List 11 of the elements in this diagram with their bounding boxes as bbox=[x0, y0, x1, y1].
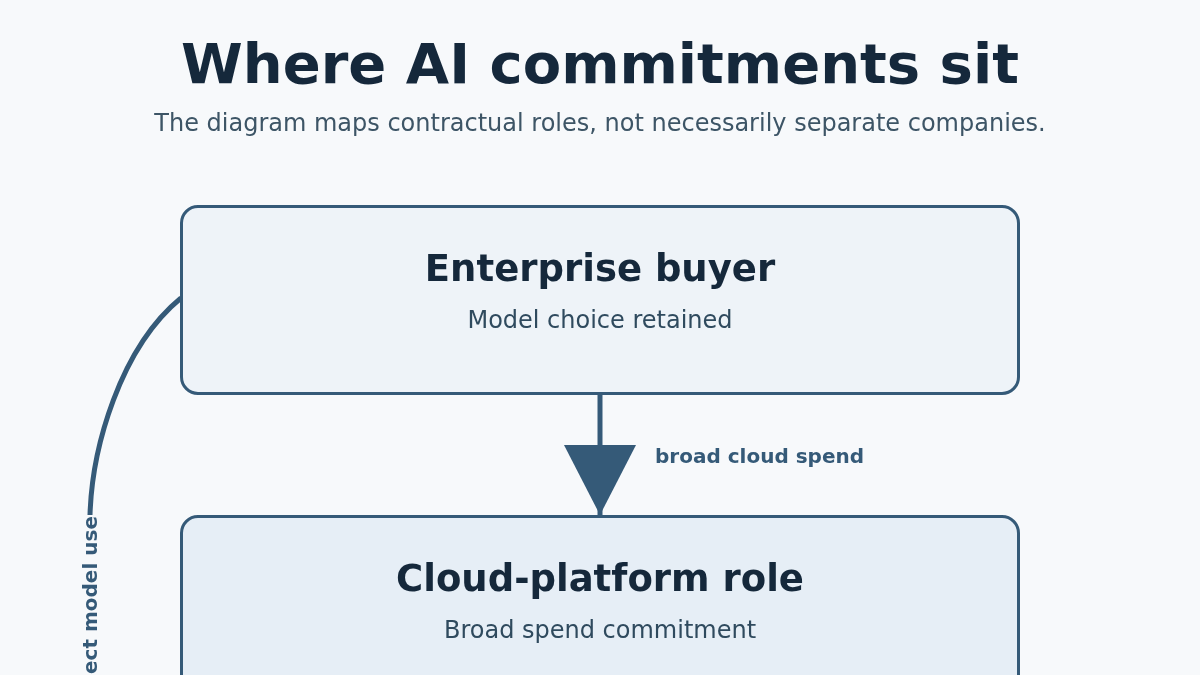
edge-label: ect model use bbox=[78, 516, 102, 674]
box-heading: Cloud-platform role bbox=[396, 556, 804, 602]
role-box bbox=[180, 205, 1020, 395]
box-heading: Enterprise buyer bbox=[424, 246, 776, 292]
role-box bbox=[180, 515, 1020, 675]
edge-label: broad cloud spend bbox=[655, 443, 864, 469]
arrow bbox=[564, 395, 636, 515]
box-subtext: Broad spend commitment bbox=[443, 615, 757, 646]
title: Where AI commitments sit bbox=[181, 30, 1019, 98]
subtitle: The diagram maps contractual roles, not necessarily separate companies. bbox=[154, 108, 1046, 139]
box-subtext: Model choice retained bbox=[467, 305, 733, 336]
